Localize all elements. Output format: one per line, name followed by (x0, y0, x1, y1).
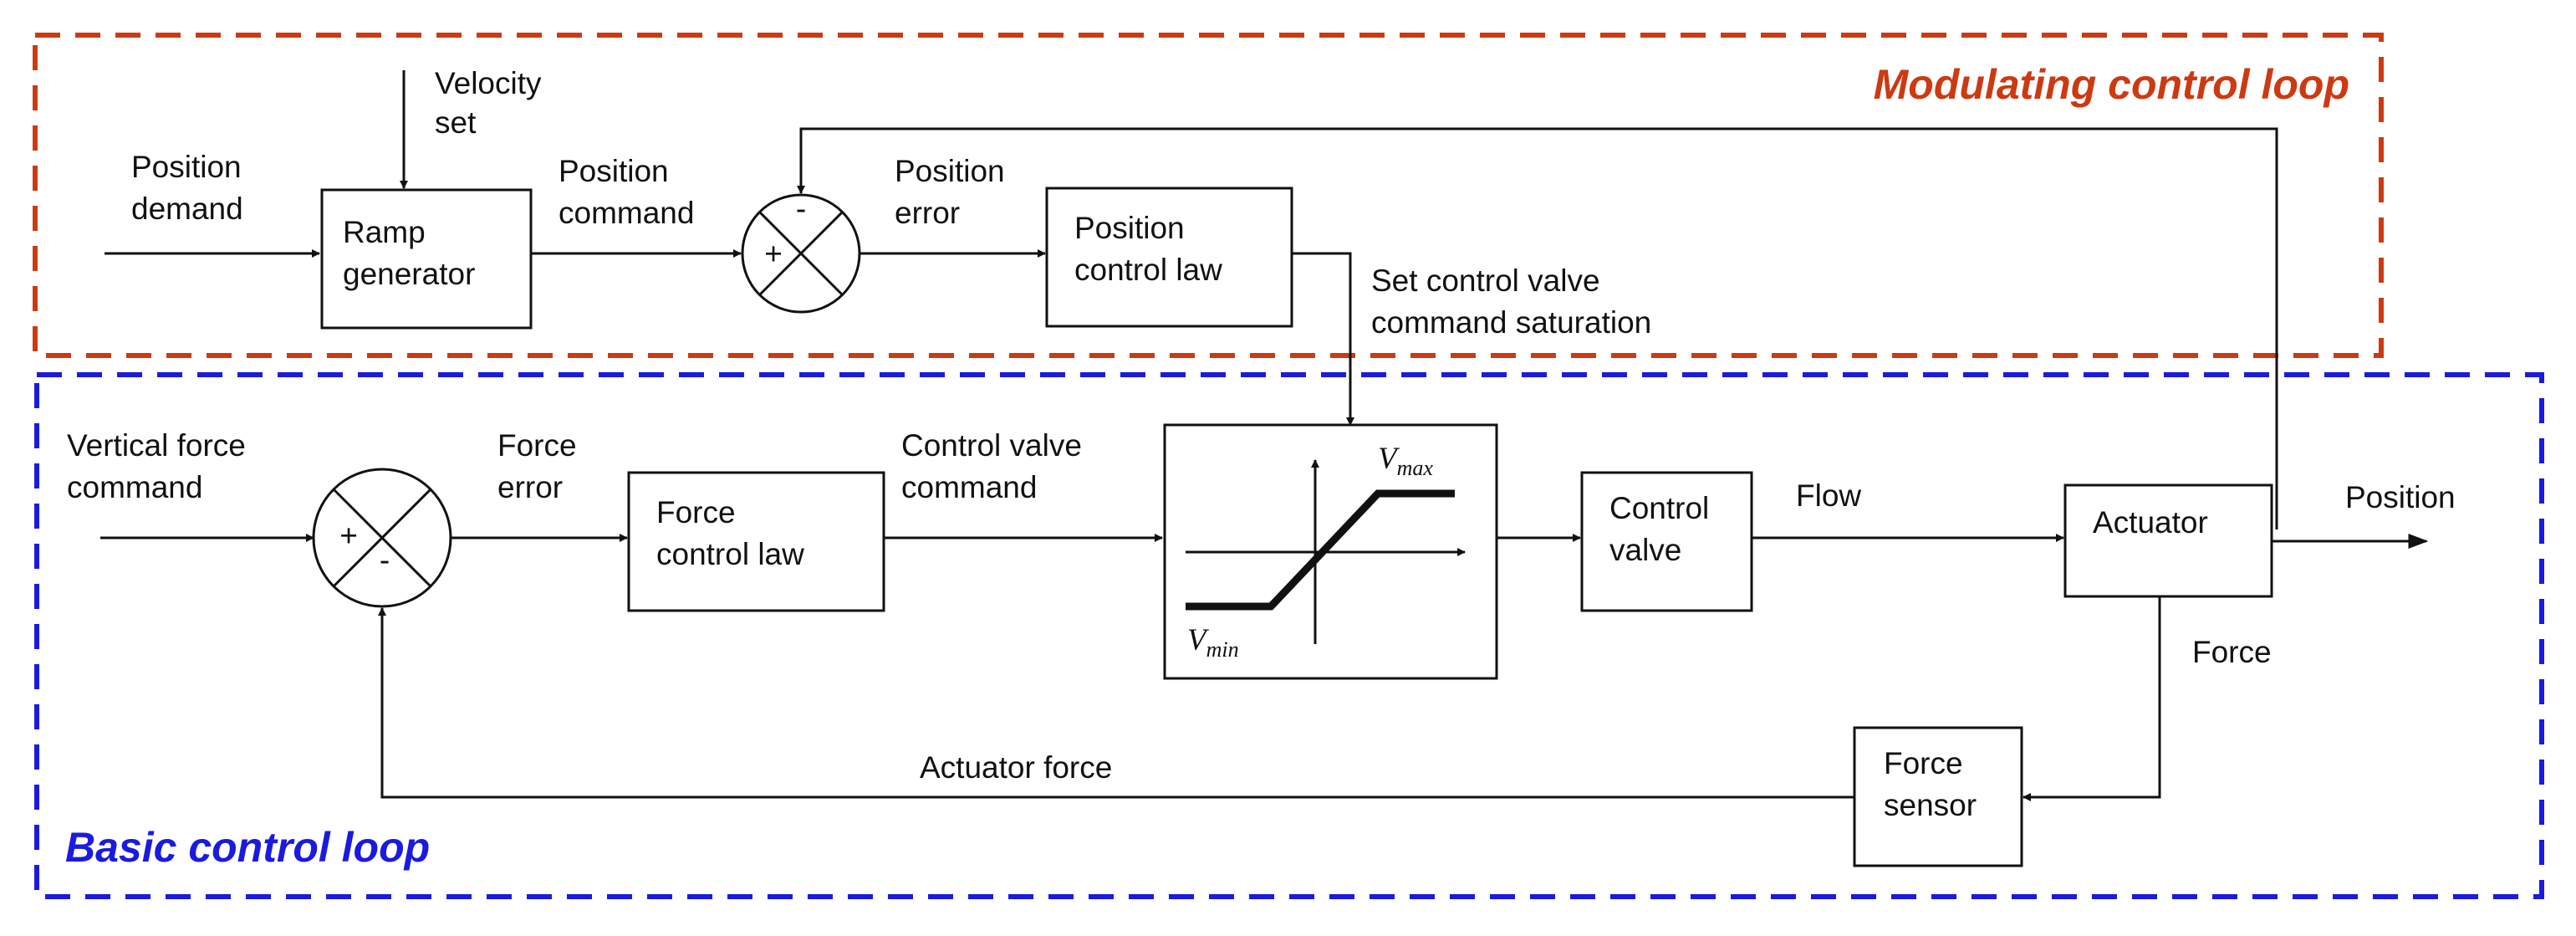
control-valve-block: Control valve (1580, 471, 1753, 612)
svg-text:command: command (559, 196, 694, 230)
vmin-label: Vmin (1187, 623, 1239, 662)
basic-loop-region (34, 372, 2544, 899)
position-sum-plus-sign: + (764, 237, 783, 271)
force-sum-minus-sign: - (380, 543, 390, 577)
force-sum-plus-sign: + (339, 519, 358, 553)
force-sensor-block: Force sensor (1853, 726, 2023, 867)
force-label: Force (2192, 635, 2272, 669)
svg-text:Actuator: Actuator (2093, 505, 2208, 540)
ramp-generator-block: Ramp generator (320, 188, 533, 330)
set-saturation-label: Set control valve command saturation (1371, 263, 1651, 340)
svg-text:Set control valve: Set control valve (1371, 263, 1600, 298)
svg-text:Ramp: Ramp (343, 215, 426, 249)
position-demand-label: Position demand (131, 150, 243, 226)
position-output-label: Position (2345, 480, 2456, 514)
actuator-force-label: Actuator force (920, 750, 1112, 785)
vertical-force-command-label: Vertical force command (67, 428, 246, 504)
position-sum-minus-sign: - (796, 192, 806, 226)
position-summing-junction: - + (741, 192, 861, 314)
svg-text:command: command (901, 470, 1037, 504)
svg-text:Position: Position (1074, 211, 1185, 245)
svg-text:error: error (497, 470, 563, 504)
svg-text:Force: Force (1884, 746, 1963, 780)
svg-text:command saturation: command saturation (1371, 305, 1651, 340)
actuator-force-feedback-line (378, 607, 1854, 799)
svg-text:control law: control law (1074, 253, 1222, 287)
saturation-block: Vmax Vmin (1163, 423, 1498, 680)
velocity-set-label: Velocity set (435, 66, 542, 140)
svg-text:demand: demand (131, 192, 243, 226)
actuator-block: Actuator (2063, 483, 2273, 598)
force-summing-junction: + - (312, 468, 452, 608)
svg-text:Vertical force: Vertical force (67, 428, 246, 463)
modulating-loop-title: Modulating control loop (1874, 61, 2349, 108)
svg-text:generator: generator (343, 257, 475, 291)
svg-text:Position: Position (559, 154, 669, 188)
vmax-label: Vmax (1378, 442, 1433, 480)
svg-text:Control: Control (1609, 491, 1709, 525)
position-feedback-line (797, 127, 2278, 529)
svg-text:error: error (895, 196, 960, 230)
position-command-label: Position command (559, 154, 694, 230)
force-signal-arrow (2023, 596, 2161, 801)
svg-text:Velocity: Velocity (435, 66, 542, 100)
svg-text:Position: Position (895, 154, 1005, 188)
basic-loop-title: Basic control loop (65, 824, 430, 871)
svg-text:Force: Force (656, 495, 736, 529)
svg-text:set: set (435, 105, 477, 140)
saturation-setpoint-arrow (1292, 252, 1354, 426)
position-error-label: Position error (895, 154, 1005, 230)
svg-text:valve: valve (1609, 533, 1681, 567)
saturation-curve (1186, 489, 1455, 611)
svg-text:command: command (67, 470, 202, 504)
modulating-loop-region (33, 33, 2384, 358)
control-valve-command-label: Control valve command (901, 428, 1082, 504)
svg-text:Control valve: Control valve (901, 428, 1082, 463)
flow-label: Flow (1796, 478, 1861, 513)
force-control-law-block: Force control law (627, 471, 885, 612)
position-control-law-block: Position control law (1045, 187, 1293, 328)
force-error-label: Force error (497, 428, 577, 504)
svg-text:Force: Force (497, 428, 577, 463)
svg-text:control law: control law (656, 537, 804, 571)
svg-text:Position: Position (131, 150, 242, 184)
svg-text:sensor: sensor (1884, 788, 1977, 822)
